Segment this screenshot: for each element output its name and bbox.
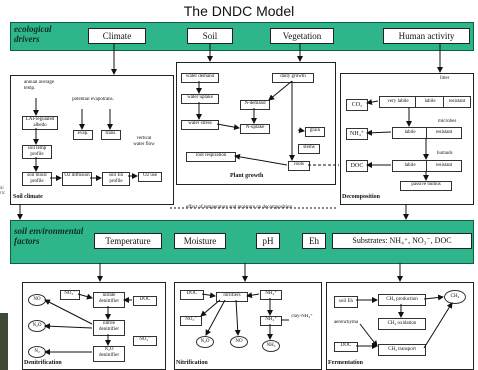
factor-moisture-box: Moisture — [174, 233, 226, 249]
soil-eh-profile-box: soil Eh profile — [102, 172, 130, 186]
clay-nh4-label: clay-NH₄⁺ — [290, 314, 314, 328]
resistant-box-humads: resistant — [426, 160, 462, 172]
evap-box: evap. — [73, 130, 93, 140]
aerenchyma-label: aerenchyma — [332, 320, 360, 328]
factor-temperature-box: Temperature — [94, 233, 162, 249]
nitr-n2o-oval: N₂O — [196, 336, 214, 348]
stems-box: stems — [298, 144, 320, 154]
denit-doc-box: DOC — [133, 296, 157, 306]
soil-moist-profile-box: soil moist profile — [22, 172, 52, 186]
fermentation-caption: Fermentation — [328, 360, 363, 366]
n2o-denitrifier-box: N₂O denitrifier — [93, 346, 125, 362]
denit-no3-box: NO₃⁻ — [60, 290, 80, 300]
n-uptake-box: N-uptake — [240, 124, 270, 134]
ch4-oval: CH₄ — [444, 290, 466, 304]
litter-label: litter — [440, 76, 450, 81]
nitrite-denitrifier-box: nitrite denitrifier — [93, 320, 125, 336]
grain-box: grain — [305, 127, 325, 137]
vertical-water-flow-label: vertical water flow — [133, 136, 155, 154]
humads-label: humads — [437, 151, 453, 156]
denitrification-caption: Denitrification — [24, 360, 62, 366]
potential-evapotrans-label: potential evapotrans. — [71, 97, 115, 109]
water-demand-box: water demand — [181, 73, 219, 83]
driver-climate-box: Climate — [88, 28, 146, 44]
ch4-transport-box: CH₄ transport — [378, 344, 426, 356]
resistant-box-litter: resistant — [443, 96, 471, 108]
soil-climate-caption: Soil climate — [13, 194, 43, 200]
nh3-oval: NH₃ — [262, 340, 280, 352]
trans-box: trans. — [101, 130, 121, 140]
n-demand-box: N-demand — [240, 100, 270, 110]
nitr-nh4-box: NH₄⁺ — [260, 290, 282, 300]
driver-human-activity-box: Human activity — [383, 28, 470, 44]
nitrification-caption: Nitrification — [176, 360, 208, 366]
cropped-photo-strip — [0, 313, 8, 370]
water-stress-box: water stress — [181, 120, 219, 130]
factor-substrates-box: Substrates: NH₄⁺, NO₃⁻, DOC — [332, 233, 472, 249]
ch4-production-box: CH₄ production — [378, 294, 426, 306]
ch4-oxidation-box: CH₄ oxidation — [378, 318, 426, 330]
denit-no3-box-2: NO₃⁻ — [133, 336, 157, 346]
soil-temp-profile-box: soil temp profile — [22, 145, 52, 159]
factor-eh-box: Eh — [302, 233, 326, 249]
annual-temp-label: annual average temp. — [24, 80, 62, 98]
ferm-doc-box: DOC — [334, 342, 358, 352]
nitr-no-oval: NO — [230, 336, 248, 348]
very-labile-box: very labile — [379, 96, 417, 108]
diagram-title: The DNDC Model — [183, 3, 295, 19]
soil-environmental-factors-label: soil environmental factors — [14, 226, 84, 246]
roots-box: roots — [288, 161, 310, 171]
plant-growth-caption: Plant growth — [230, 173, 264, 179]
no-oval: NO — [28, 294, 46, 306]
water-uptake-box: water uptake — [181, 94, 219, 104]
driver-vegetation-box: Vegetation — [270, 28, 334, 44]
nitr-no3-box: NO₃⁻ — [180, 316, 202, 326]
lai-albedo-box: LAI-regulated albedo — [22, 116, 58, 130]
decomposition-caption: Decomposition — [342, 194, 380, 200]
nitr-doc-box: DOC — [180, 290, 204, 300]
ferm-soil-eh-box: soil Eh — [334, 296, 358, 308]
microbes-label: microbes — [438, 119, 457, 124]
daily-growth-box: daily growth — [272, 73, 314, 83]
o2-use-box: O2 use — [138, 172, 162, 182]
ecological-drivers-label: ecological drivers — [14, 24, 52, 44]
factor-ph-box: pH — [256, 233, 280, 249]
resistant-box-microbes: resistant — [426, 127, 462, 139]
passive-humus-box: passive humus — [400, 181, 452, 191]
o2-diffusion-box: O2 diffusion — [62, 172, 92, 186]
nitr-nh4-box-2: NH₄⁺ — [260, 316, 282, 326]
